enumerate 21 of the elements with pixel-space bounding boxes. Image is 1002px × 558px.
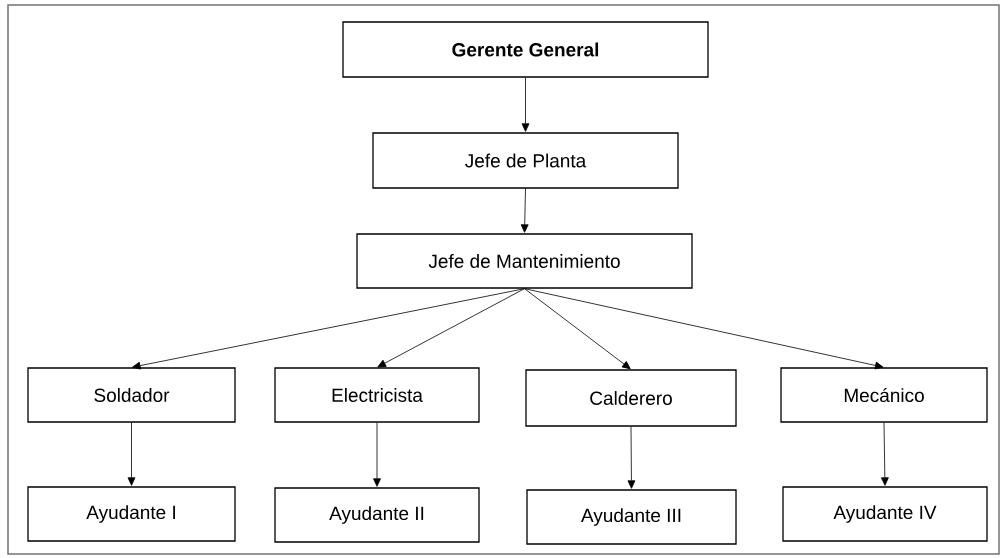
arrow xyxy=(520,188,529,233)
role-box: Mecánico xyxy=(780,367,988,423)
arrow xyxy=(627,426,636,489)
role-box: Ayudante IV xyxy=(782,486,988,542)
arrow xyxy=(521,77,530,132)
role-box: Ayudante III xyxy=(526,489,737,545)
arrow xyxy=(524,288,884,370)
arrow xyxy=(373,422,381,487)
role-box: Jefe de Planta xyxy=(372,132,679,189)
role-box: Soldador xyxy=(27,367,236,423)
arrow xyxy=(881,422,889,486)
arrow xyxy=(524,288,631,370)
arrow xyxy=(132,288,525,370)
role-box: Ayudante II xyxy=(274,487,480,543)
role-box: Electricista xyxy=(274,367,480,423)
arrow xyxy=(377,288,525,368)
role-box: Calderero xyxy=(525,369,737,427)
arrow xyxy=(127,422,136,486)
role-box: Jefe de Mantenimiento xyxy=(356,233,693,289)
title-box: Gerente General xyxy=(342,21,709,78)
role-box: Ayudante I xyxy=(27,486,236,542)
